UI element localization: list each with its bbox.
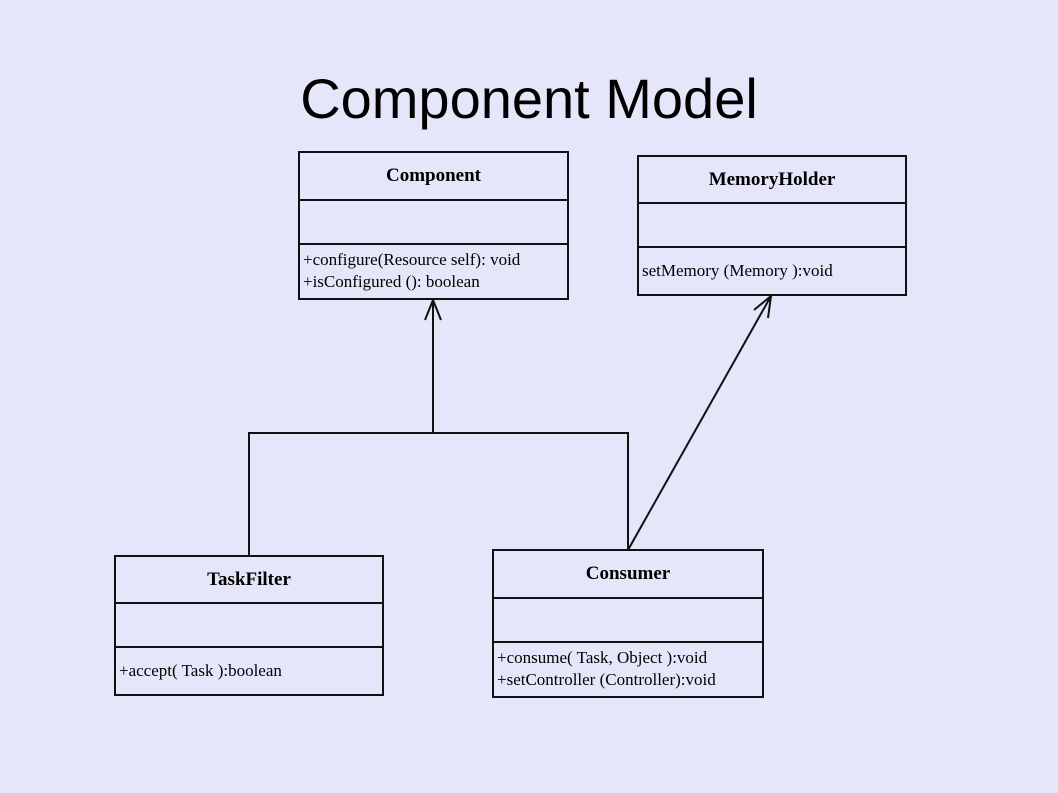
class-memoryholder-name: MemoryHolder	[639, 157, 905, 204]
taskfilter-component-line	[248, 432, 629, 556]
slide-title: Component Model	[300, 67, 758, 130]
class-taskfilter-attributes	[116, 604, 382, 648]
memoryholder-arrowhead	[753, 293, 773, 319]
class-memoryholder-operations: setMemory (Memory ):void	[639, 248, 905, 282]
class-memoryholder: MemoryHolder setMemory (Memory ):void	[637, 155, 907, 296]
class-component-name: Component	[300, 153, 567, 201]
class-consumer-operations: +consume( Task, Object ):void +setContro…	[494, 643, 762, 691]
component-arrowhead	[424, 297, 442, 321]
operation: +accept( Task ):boolean	[119, 661, 282, 680]
class-taskfilter: TaskFilter +accept( Task ):boolean	[114, 555, 384, 696]
class-taskfilter-name: TaskFilter	[116, 557, 382, 604]
class-component-attributes	[300, 201, 567, 245]
consumer-memoryholder-line	[627, 295, 772, 551]
operation: +setController (Controller):void	[497, 670, 716, 689]
class-taskfilter-operations: +accept( Task ):boolean	[116, 648, 382, 682]
class-consumer-attributes	[494, 599, 762, 643]
operation: +configure(Resource self): void	[303, 250, 521, 269]
class-component-operations: +configure(Resource self): void +isConfi…	[300, 245, 567, 293]
class-memoryholder-attributes	[639, 204, 905, 248]
class-consumer: Consumer +consume( Task, Object ):void +…	[492, 549, 764, 698]
class-consumer-name: Consumer	[494, 551, 762, 599]
operation: +consume( Task, Object ):void	[497, 648, 708, 667]
operation: setMemory (Memory ):void	[642, 261, 833, 280]
class-component: Component +configure(Resource self): voi…	[298, 151, 569, 300]
operation: +isConfigured (): boolean	[303, 272, 480, 291]
